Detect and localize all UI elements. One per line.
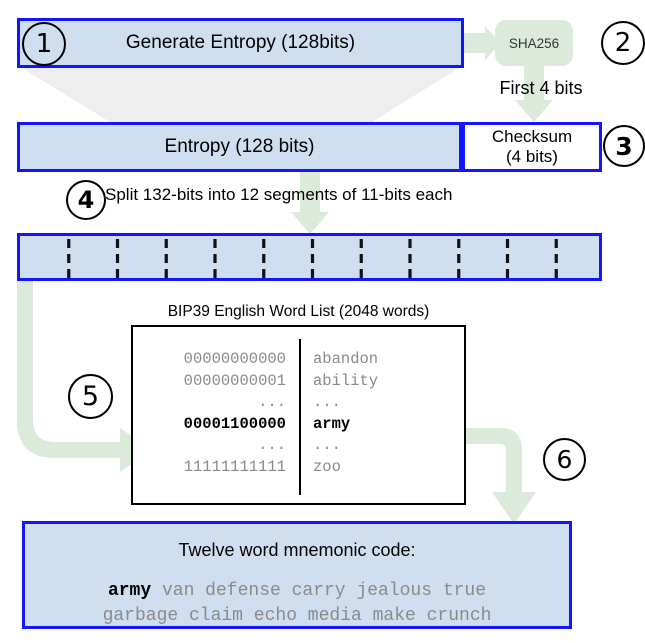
wordlist-row: 11111111111 zoo [133,457,464,479]
split-instruction-label: Split 132-bits into 12 segments of 11-bi… [105,185,453,204]
mnemonic-line-2: garbage claim echo media make crunch [102,606,492,626]
arrow-wordlist-to-mnemonic [466,428,536,524]
wordlist-code: 00000000001 [183,371,286,390]
wordlist-code: ... [258,436,286,454]
wordlist-row-ellipsis: ... ... [133,392,464,414]
wordlist-box: 00000000000 abandon 00000000001 ability … [131,325,466,505]
mnemonic-line-1-rest: van defense carry jealous true [151,581,487,601]
wordlist-column-divider [299,339,301,495]
wordlist-rows: 00000000000 abandon 00000000001 ability … [133,349,464,478]
segment-dividers [67,239,558,281]
wordlist-row: 00000000001 ability [133,371,464,393]
checksum-line-2: (4 bits) [506,147,558,166]
sha256-label: SHA256 [508,35,560,51]
wordlist-row: 00000000000 abandon [133,349,464,371]
mnemonic-highlight-word: army [107,581,152,601]
wordlist-word: ... [313,436,341,454]
mnemonic-words: army van defense carry jealous true garb… [25,579,569,629]
segmented-bits-bar [17,233,602,281]
wordlist-code: 00001100000 [183,414,286,433]
checksum-text: Checksum (4 bits) [492,127,572,167]
entropy-label: Entropy (128 bits) [164,136,315,157]
wordlist-word: zoo [313,457,341,476]
generate-entropy-box: Generate Entropy (128bits) [17,18,464,68]
wordlist-code: 11111111111 [183,457,286,476]
wordlist-word: army [313,414,351,433]
wordlist-word: ability [313,371,379,390]
generate-entropy-label: Generate Entropy (128bits) [125,32,356,53]
step-number-1: 1 [22,22,66,66]
checksum-box: Checksum (4 bits) [462,122,602,172]
wordlist-row-ellipsis: ... ... [133,435,464,457]
wordlist-table: 00000000000 abandon 00000000001 ability … [133,327,464,503]
wordlist-code: 00000000000 [183,350,286,368]
mnemonic-title: Twelve word mnemonic code: [178,540,416,560]
wordlist-word: abandon [313,350,379,368]
step-number-6: 6 [543,438,586,481]
wordlist-code: ... [258,393,286,411]
step-number-4: 4 [66,180,106,220]
first-4-bits-label: First 4 bits [499,78,583,98]
step-number-5: 5 [68,374,113,419]
wordlist-word: ... [313,393,341,411]
step-number-3: 3 [603,125,645,167]
step-number-2: 2 [601,21,645,65]
wordlist-row-selected: 00001100000 army [133,414,464,436]
mnemonic-line-1: army van defense carry jealous true [25,579,569,604]
checksum-line-1: Checksum [491,126,573,146]
wordlist-title: BIP39 English Word List (2048 words) [167,303,430,320]
sha256-box: SHA256 [495,20,573,66]
funnel-shape [22,68,459,122]
mnemonic-box: Twelve word mnemonic code: army van defe… [22,521,572,629]
entropy-box: Entropy (128 bits) [17,122,462,172]
